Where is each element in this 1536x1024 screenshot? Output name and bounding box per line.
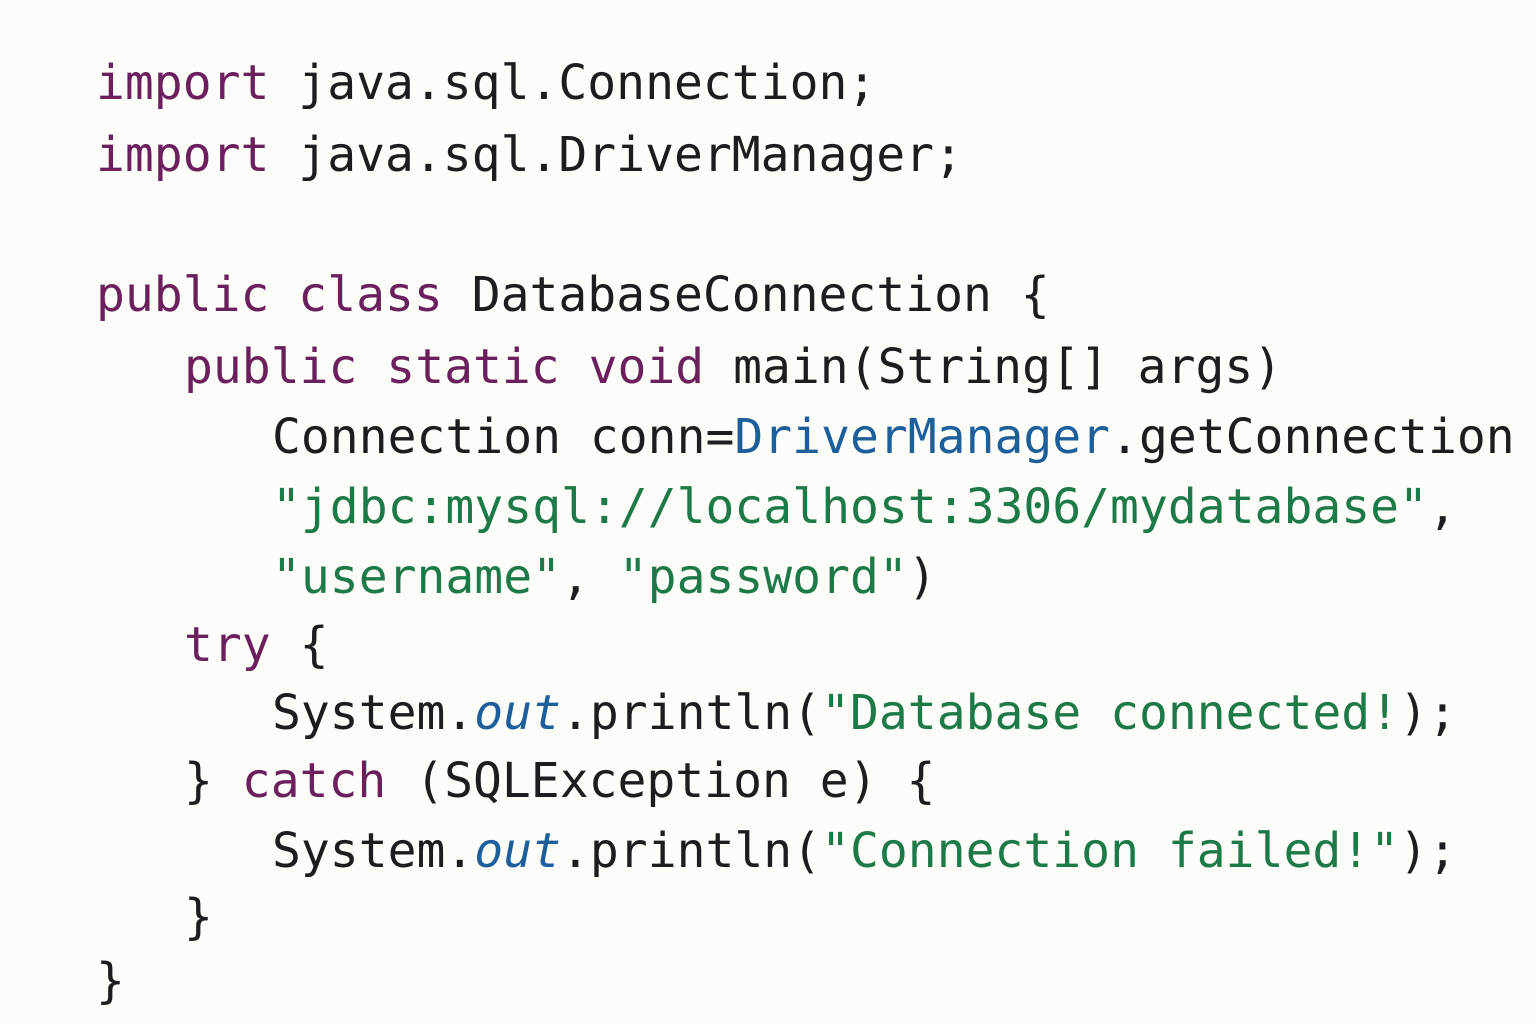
code-line-7: "jdbc:mysql://localhost:3306/mydatabase"… [272, 476, 1457, 538]
keyword-token: class [298, 267, 443, 323]
code-line-12: System.out.println("Connection failed!")… [272, 820, 1457, 882]
keyword-token: import [96, 127, 270, 183]
string-literal-token: "jdbc:mysql://localhost:3306/mydatabase" [272, 479, 1428, 535]
closing-brace: } [96, 953, 125, 1009]
code-line-11: } catch (SQLException e) { [184, 750, 935, 812]
keyword-token: import [96, 55, 270, 111]
keyword-token: catch [241, 753, 387, 809]
keyword-token: public [96, 267, 270, 323]
code-text: (SQLException e) { [386, 753, 936, 809]
keyword-token: public [184, 339, 358, 395]
code-line-4: public class DatabaseConnection { [96, 264, 1050, 326]
code-line-13: } [184, 886, 213, 948]
static-field-token: out [474, 685, 561, 741]
code-line-8: "username", "password") [272, 546, 937, 608]
code-text [269, 267, 298, 323]
code-line-6: Connection conn=DriverManager.getConnect… [272, 406, 1515, 468]
closing-brace: } [184, 889, 213, 945]
code-text: , [1427, 479, 1457, 535]
code-line-10: System.out.println("Database connected!)… [272, 682, 1457, 744]
code-text: ) [907, 549, 937, 605]
keyword-token: void [588, 339, 705, 395]
keyword-token: try [184, 617, 271, 673]
code-text: ); [1399, 823, 1457, 879]
code-text: ); [1399, 685, 1457, 741]
code-line-1: import java.sql.Connection; [96, 52, 876, 114]
string-literal-token: "Database connected! [821, 685, 1400, 741]
code-line-9: try { [184, 614, 329, 676]
code-text: .println( [561, 685, 822, 741]
code-line-5: public static void main(String[] args) [184, 336, 1282, 398]
string-literal-token: "username" [272, 549, 561, 605]
code-line-2: import java.sql.DriverManager; [96, 124, 963, 186]
code-line-14: } [96, 950, 125, 1012]
code-text: } [184, 753, 242, 809]
code-text: main(String[] args) [704, 339, 1283, 395]
static-field-token: out [474, 823, 561, 879]
code-text: Connection conn= [272, 409, 735, 465]
code-text: .println( [561, 823, 822, 879]
string-literal-token: "Connection failed!" [821, 823, 1400, 879]
code-text: , [560, 549, 619, 605]
string-literal-token: "password" [618, 549, 908, 605]
keyword-token: static [386, 339, 560, 395]
code-text: System. [272, 685, 475, 741]
code-text: DatabaseConnection { [442, 267, 1050, 323]
code-text: .getConnection [1110, 409, 1515, 465]
code-text: java.sql.DriverManager; [269, 127, 963, 183]
code-text: java.sql.Connection; [269, 55, 877, 111]
code-text: { [270, 617, 329, 673]
type-reference-token: DriverManager [734, 409, 1111, 465]
code-text: System. [272, 823, 475, 879]
